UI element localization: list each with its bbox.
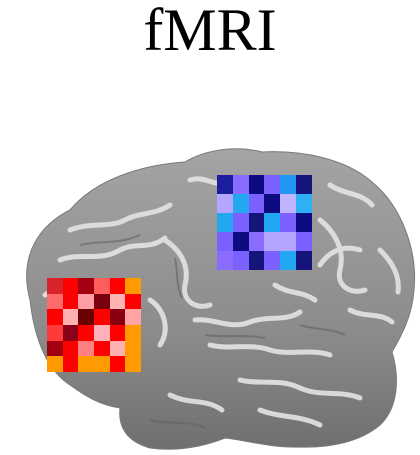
red-activation-patch <box>47 278 141 372</box>
blue-activation-patch-cell <box>280 175 297 194</box>
red-activation-patch-cell <box>94 309 110 325</box>
blue-activation-patch-cell <box>232 175 249 194</box>
red-activation-patch-cell <box>109 278 126 294</box>
blue-activation-patch-cell <box>232 251 249 270</box>
red-activation-patch-cell <box>47 278 63 294</box>
red-activation-patch-cell <box>78 340 94 357</box>
blue-activation-patch-cell <box>296 251 312 270</box>
red-activation-patch-cell <box>109 325 126 341</box>
red-activation-patch-cell <box>47 356 63 372</box>
red-activation-patch-cell <box>94 325 110 341</box>
red-activation-patch-cell <box>125 340 141 357</box>
red-activation-patch-cell <box>78 278 94 294</box>
blue-activation-patch-cell <box>232 213 249 232</box>
blue-activation-patch-cell <box>264 213 281 232</box>
blue-activation-patch-cell <box>217 232 233 251</box>
blue-activation-patch-cell <box>217 194 233 213</box>
red-activation-patch-cell <box>78 325 94 341</box>
blue-activation-patch-cell <box>248 213 265 232</box>
red-activation-patch-cell <box>47 325 63 341</box>
red-activation-patch-cell <box>94 356 110 372</box>
red-activation-patch-cell <box>47 293 63 310</box>
blue-activation-patch-cell <box>280 213 297 232</box>
blue-activation-patch-cell <box>296 232 312 251</box>
red-activation-patch-cell <box>109 309 126 325</box>
blue-activation-patch-cell <box>232 232 249 251</box>
red-activation-patch-cell <box>47 309 63 325</box>
blue-activation-patch-cell <box>264 194 281 213</box>
blue-activation-patch-cell <box>217 175 233 194</box>
red-activation-patch-cell <box>62 340 79 357</box>
blue-activation-patch-cell <box>280 251 297 270</box>
red-activation-patch-cell <box>125 278 141 294</box>
red-activation-patch-cell <box>94 340 110 357</box>
blue-activation-patch-cell <box>217 213 233 232</box>
red-activation-patch-cell <box>62 293 79 310</box>
red-activation-patch-cell <box>125 309 141 325</box>
figure-title: fMRI <box>143 0 277 63</box>
red-activation-patch-cell <box>109 356 126 372</box>
blue-activation-patch-cell <box>296 213 312 232</box>
red-activation-patch-cell <box>78 356 94 372</box>
red-activation-patch-cell <box>62 278 79 294</box>
blue-activation-patch-cell <box>232 194 249 213</box>
blue-activation-patch-cell <box>248 194 265 213</box>
red-activation-patch-cell <box>125 293 141 310</box>
blue-activation-patch-cell <box>248 251 265 270</box>
red-activation-patch-cell <box>78 309 94 325</box>
red-activation-patch-cell <box>94 293 110 310</box>
blue-activation-patch-cell <box>280 232 297 251</box>
red-activation-patch-cell <box>78 293 94 310</box>
blue-activation-patch-cell <box>296 194 312 213</box>
blue-activation-patch-cell <box>264 175 281 194</box>
red-activation-patch-cell <box>125 325 141 341</box>
red-activation-patch-cell <box>47 340 63 357</box>
red-activation-patch-cell <box>94 278 110 294</box>
red-activation-patch-cell <box>62 356 79 372</box>
red-activation-patch-cell <box>62 325 79 341</box>
blue-activation-patch-cell <box>248 175 265 194</box>
red-activation-patch-cell <box>109 340 126 357</box>
blue-activation-patch-cell <box>280 194 297 213</box>
blue-activation-patch-cell <box>248 232 265 251</box>
blue-activation-patch-cell <box>264 232 281 251</box>
red-activation-patch-cell <box>109 293 126 310</box>
blue-activation-patch <box>217 175 312 270</box>
red-activation-patch-cell <box>125 356 141 372</box>
blue-activation-patch-cell <box>264 251 281 270</box>
blue-activation-patch-cell <box>296 175 312 194</box>
blue-activation-patch-cell <box>217 251 233 270</box>
red-activation-patch-cell <box>62 309 79 325</box>
